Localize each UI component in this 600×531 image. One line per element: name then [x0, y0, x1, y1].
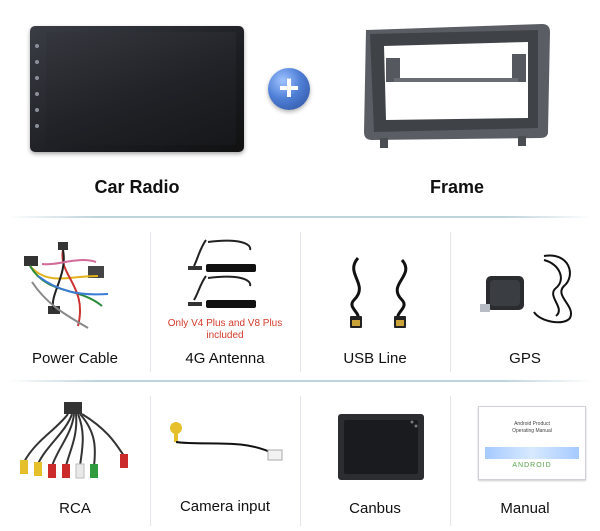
power-cable-image — [24, 242, 109, 329]
usb-line-image — [350, 257, 408, 328]
gps-label: GPS — [509, 350, 541, 367]
separator — [150, 396, 151, 526]
manual-brand: ANDROID — [512, 462, 552, 469]
car-radio-label: Car Radio — [94, 177, 180, 197]
accessory-rca: RCA — [0, 386, 150, 531]
separator — [450, 232, 451, 372]
antenna-label: 4G Antenna — [185, 350, 265, 367]
antenna-image — [188, 239, 256, 308]
manual-label: Manual — [500, 500, 550, 517]
separator — [300, 232, 301, 372]
frame-label: Frame — [429, 177, 485, 197]
main-products: + Car Radio Frame — [0, 0, 600, 215]
rca-label: RCA — [59, 500, 91, 517]
accessory-camera-input: Camera input — [150, 386, 300, 531]
accessory-manual: Android Product Operating Manual ANDROID… — [450, 386, 600, 531]
usb-line-label: USB Line — [343, 350, 407, 367]
divider-middle — [8, 380, 592, 382]
manual-title-line1: Android Product — [514, 421, 550, 427]
camera-input-image — [170, 422, 283, 461]
accessory-power-cable: Power Cable — [0, 220, 150, 380]
canbus-image — [338, 414, 424, 480]
manual-title-line2: Operating Manual — [512, 428, 552, 434]
manual-image: Android Product Operating Manual ANDROID — [478, 406, 586, 480]
camera-input-label: Camera input — [179, 498, 271, 515]
plus-icon: + — [268, 68, 310, 110]
separator — [150, 232, 151, 372]
accessory-usb-line: USB Line — [300, 220, 450, 380]
separator — [300, 396, 301, 526]
separator — [450, 396, 451, 526]
accessory-4g-antenna: Only V4 Plus and V8 Plus included 4G Ant… — [150, 220, 300, 380]
frame-image — [364, 24, 550, 148]
gps-image — [480, 254, 573, 324]
car-radio-image — [30, 26, 244, 152]
antenna-note: Only V4 Plus and V8 Plus included — [167, 318, 283, 341]
power-cable-label: Power Cable — [32, 350, 118, 367]
accessory-gps: GPS — [450, 220, 600, 380]
divider-top — [8, 216, 592, 218]
rca-image — [20, 402, 128, 479]
canbus-label: Canbus — [349, 500, 401, 517]
accessory-canbus: Canbus — [300, 386, 450, 531]
